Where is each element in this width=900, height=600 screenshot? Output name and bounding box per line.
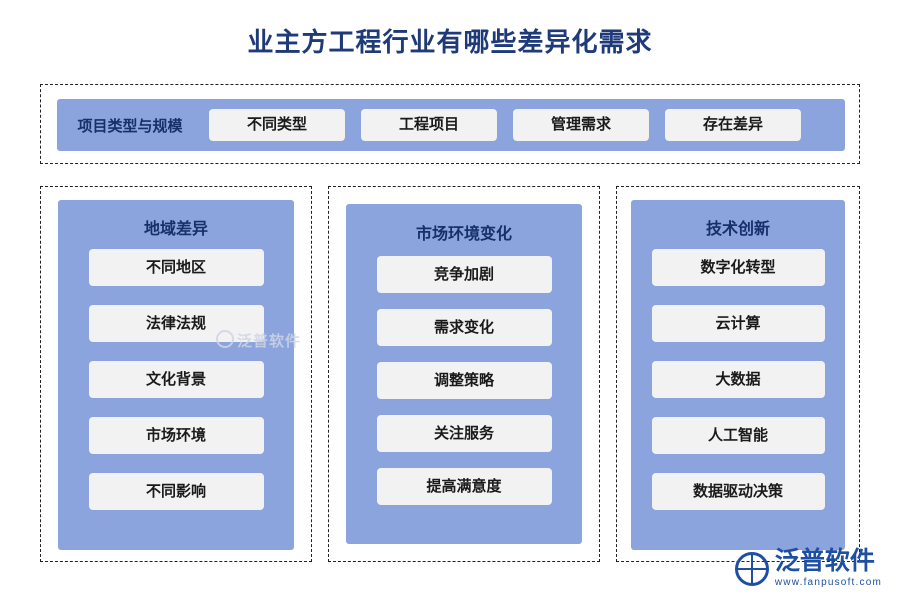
column-3-title: 技术创新 (705, 221, 770, 238)
column-1-item-3: 文化背景 (88, 361, 264, 398)
column-2-item-5: 提高满意度 (376, 468, 552, 505)
brand-url: www.fanpusoft.com (774, 577, 882, 588)
column-1-item-1: 不同地区 (88, 249, 264, 286)
top-section-dashed-border: 项目类型与规模 不同类型 工程项目 管理需求 存在差异 (40, 84, 860, 164)
column-3-dashed-border: 技术创新 数字化转型 云计算 大数据 人工智能 数据驱动决策 (616, 186, 860, 562)
column-3-panel: 技术创新 数字化转型 云计算 大数据 人工智能 数据驱动决策 (631, 200, 845, 550)
column-3-item-5: 数据驱动决策 (651, 473, 825, 510)
top-chip-4: 存在差异 (665, 109, 801, 141)
column-2-item-1: 竞争加剧 (376, 256, 552, 293)
column-2-panel: 市场环境变化 竞争加剧 需求变化 调整策略 关注服务 提高满意度 (346, 204, 582, 544)
column-1-item-2: 法律法规 (88, 305, 264, 342)
top-chip-3: 管理需求 (513, 109, 649, 141)
column-2-item-4: 关注服务 (376, 415, 552, 452)
top-section-label: 项目类型与规模 (77, 117, 183, 135)
column-3-item-4: 人工智能 (651, 417, 825, 454)
column-2-dashed-border: 市场环境变化 竞争加剧 需求变化 调整策略 关注服务 提高满意度 (328, 186, 600, 562)
column-2-item-2: 需求变化 (376, 309, 552, 346)
column-3-items: 数字化转型 云计算 大数据 人工智能 数据驱动决策 (631, 249, 845, 529)
column-2-item-3: 调整策略 (376, 362, 552, 399)
column-1-panel: 地域差异 不同地区 法律法规 文化背景 市场环境 不同影响 (58, 200, 294, 550)
page-title: 业主方工程行业有哪些差异化需求 (247, 27, 653, 57)
column-3-item-1: 数字化转型 (651, 249, 825, 286)
top-section-panel: 项目类型与规模 不同类型 工程项目 管理需求 存在差异 (57, 99, 845, 151)
top-chip-1: 不同类型 (209, 109, 345, 141)
column-1-dashed-border: 地域差异 不同地区 法律法规 文化背景 市场环境 不同影响 (40, 186, 312, 562)
column-2-title: 市场环境变化 (415, 226, 512, 243)
globe-logo-icon (734, 551, 769, 586)
brand-name: 泛普软件 (774, 547, 875, 575)
column-2-items: 竞争加剧 需求变化 调整策略 关注服务 提高满意度 (346, 256, 582, 521)
column-1-items: 不同地区 法律法规 文化背景 市场环境 不同影响 (58, 249, 294, 529)
column-3-item-3: 大数据 (651, 361, 825, 398)
column-1-title: 地域差异 (143, 221, 208, 238)
brand-logo: 泛普软件 www.fanpusoft.com (734, 547, 882, 588)
column-1-item-4: 市场环境 (88, 417, 264, 454)
column-3-item-2: 云计算 (651, 305, 825, 342)
column-1-item-5: 不同影响 (88, 473, 264, 510)
top-chip-2: 工程项目 (361, 109, 497, 141)
